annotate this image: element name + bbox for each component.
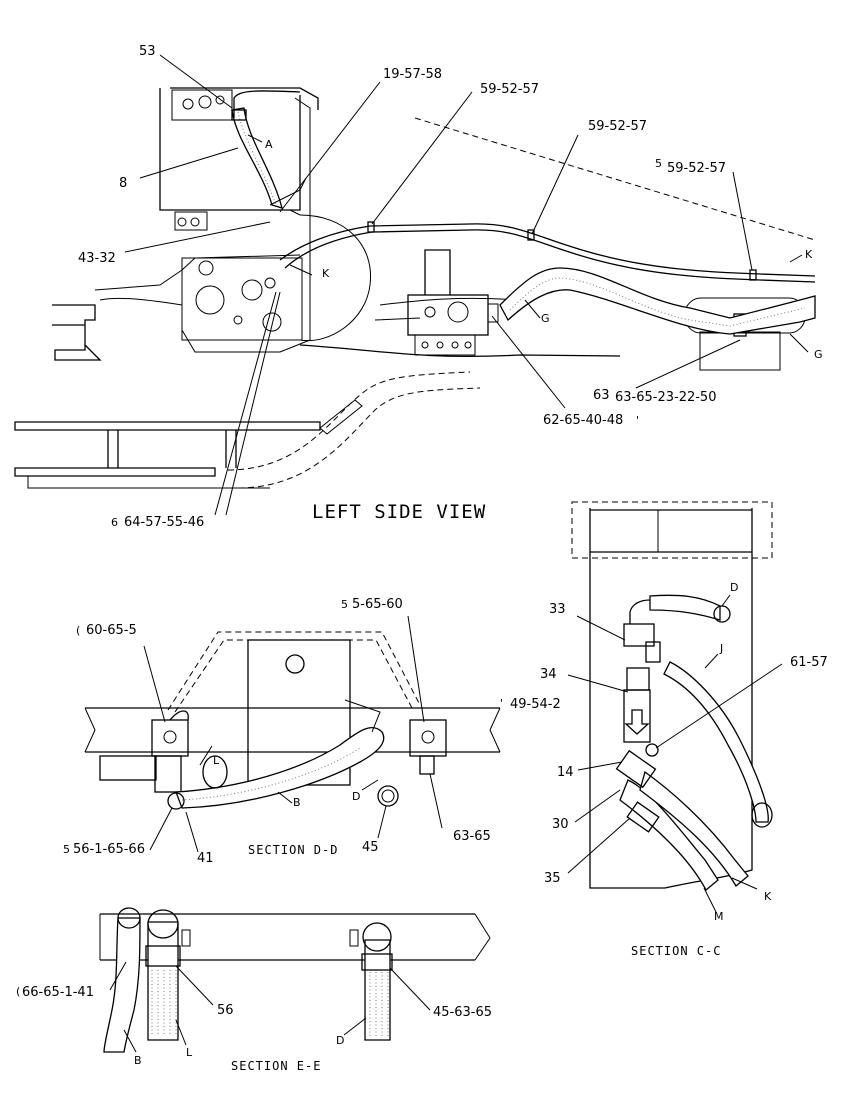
callout-49-54-2: 49-54-2 xyxy=(510,697,561,712)
frame-upright xyxy=(159,88,301,211)
callout-33: 33 xyxy=(549,602,566,617)
letter-m: M xyxy=(714,910,724,923)
callout-62-65-40-48: 62-65-40-48 xyxy=(543,413,623,428)
callout-30: 30 xyxy=(552,817,569,832)
letter-l-dd: L xyxy=(213,754,220,767)
callout-35: 35 xyxy=(544,871,561,886)
callout-56: 56 xyxy=(217,1003,234,1018)
callout-34: 34 xyxy=(540,667,557,682)
callout-41: 41 xyxy=(197,851,214,866)
hose-l-ee xyxy=(147,921,179,1041)
letter-g: G xyxy=(541,312,550,325)
letter-d-dd: D xyxy=(352,790,360,803)
check-valve xyxy=(623,689,651,743)
callout-19-57-58: 19-57-58 xyxy=(383,67,442,82)
hose-d-cc xyxy=(649,594,721,621)
letter-d-ee: D xyxy=(336,1034,344,1047)
letter-b-ee: B xyxy=(134,1054,142,1067)
section-cc-title: SECTION C-C xyxy=(631,944,721,958)
letter-l-ee: L xyxy=(186,1046,193,1059)
tee-fitting xyxy=(623,623,655,647)
hose-8 xyxy=(231,107,283,209)
callout-60-65-5: 60-65-5 xyxy=(86,623,137,638)
left-side-view: 53 19-57-58 59-52-57 59-52-57 5 59-52-57… xyxy=(14,44,823,530)
callout-8: 8 xyxy=(119,176,127,191)
callout-fragment-5: 5 xyxy=(655,157,662,170)
hose-d-ee xyxy=(364,939,391,1041)
tank xyxy=(699,331,781,371)
callout-fragment-paren: ( xyxy=(76,624,80,637)
callout-63-65: 63-65 xyxy=(453,829,491,844)
letter-b-dd: B xyxy=(293,796,301,809)
letter-g-right: G xyxy=(814,348,823,361)
callout-66-65-1-41: 66-65-1-41 xyxy=(22,985,94,1000)
hose-k xyxy=(639,770,749,887)
callout-64-57-55-46: 64-57-55-46 xyxy=(124,515,204,530)
section-dd: ( 60-65-5 5 5-65-60 ' 49-54-2 5 56-1-65-… xyxy=(63,597,561,866)
callout-fragment-tick-dd: ' xyxy=(500,697,503,710)
callout-fragment-5-dd: 5 xyxy=(341,598,348,611)
letter-k: K xyxy=(322,267,330,280)
section-cc: 33 34 61-57 14 30 35 D J K M SECTION C-C xyxy=(540,501,828,958)
callout-43-32: 43-32 xyxy=(78,251,116,266)
letter-k-cc: K xyxy=(764,890,772,903)
callout-fragment-paren-ee: ( xyxy=(16,985,20,998)
clamp-right xyxy=(409,719,447,757)
mount-plate xyxy=(181,257,303,341)
callout-5-65-60: 5-65-60 xyxy=(352,597,403,612)
clamp-left xyxy=(151,719,189,757)
callout-61-57: 61-57 xyxy=(790,655,828,670)
hose-b-ee xyxy=(103,917,141,1053)
section-ee: ( 66-65-1-41 56 45-63-65 B L D SECTION E… xyxy=(16,907,492,1073)
left-side-view-title: LEFT SIDE VIEW xyxy=(312,501,486,523)
callout-45-63-65: 45-63-65 xyxy=(433,1005,492,1020)
letter-a: A xyxy=(265,138,273,151)
section-ee-title: SECTION E-E xyxy=(231,1059,321,1073)
callout-59-52-57-b: 59-52-57 xyxy=(588,119,647,134)
callout-59-52-57-c: 59-52-57 xyxy=(667,161,726,176)
callout-63-65-23-22-50: 63-65-23-22-50 xyxy=(615,390,716,405)
callout-14: 14 xyxy=(557,765,574,780)
callout-fragment-63: 63 xyxy=(593,388,610,403)
tube-line xyxy=(279,223,816,277)
letter-d-cc: D xyxy=(730,581,738,594)
callout-56-1-65-66: 56-1-65-66 xyxy=(73,842,145,857)
hose-g xyxy=(499,267,816,335)
callout-fragment-tick: ' xyxy=(636,414,639,427)
callout-fragment-6: 6 xyxy=(111,516,118,529)
lower-rail xyxy=(14,421,321,431)
callout-45: 45 xyxy=(362,840,379,855)
letter-j: J xyxy=(719,642,723,655)
valve-block xyxy=(171,89,233,121)
callout-fragment-5-low: 5 xyxy=(63,843,70,856)
callout-59-52-57-a: 59-52-57 xyxy=(480,82,539,97)
section-dd-title: SECTION D-D xyxy=(248,843,338,857)
letter-k-right: K xyxy=(805,248,813,261)
callout-53: 53 xyxy=(139,44,156,59)
